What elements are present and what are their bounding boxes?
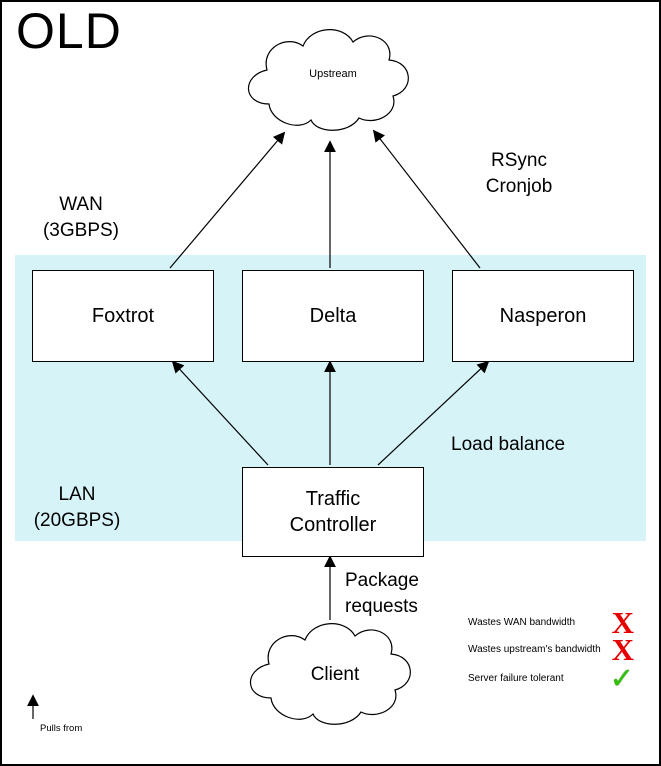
arrow-controller-foxtrot (171, 360, 269, 466)
package-requests-label: Package requests (345, 570, 419, 617)
cross-icon: X (611, 604, 634, 640)
server-label-nasperon: Nasperon (499, 305, 587, 327)
legend-label-upstream-bandwidth: Wastes upstream's bandwidth (468, 643, 601, 655)
server-label-delta: Delta (309, 305, 357, 327)
client-cloud-shape (249, 623, 411, 725)
wan-zone-label: WAN (3GBPS) (42, 194, 120, 241)
legend-row-upstream-bandwidth: Wastes upstream's bandwidth X (468, 631, 634, 667)
legend-label-failure-tolerant: Server failure tolerant (468, 672, 564, 684)
server-box-foxtrot: Foxtrot (32, 270, 214, 362)
rsync-cronjob-label: RSync Cronjob (485, 150, 553, 197)
server-box-nasperon: Nasperon (452, 270, 634, 362)
diagram-title: OLD (16, 3, 122, 59)
traffic-controller-label: Traffic Controller (289, 488, 377, 536)
arrow-controller-nasperon (377, 360, 490, 466)
check-icon: ✓ (609, 660, 634, 695)
server-box-delta: Delta (242, 270, 424, 362)
arrow-nasperon-upstream (372, 129, 481, 269)
load-balance-label: Load balance (451, 434, 566, 455)
client-cloud-label: Client (310, 664, 360, 685)
arrow-foxtrot-upstream (169, 131, 286, 269)
cross-icon: X (611, 631, 634, 667)
lan-zone-label: LAN (20GBPS) (33, 484, 121, 531)
pulls-from-label: Pulls from (40, 723, 83, 734)
upstream-cloud-shape (247, 29, 409, 131)
server-label-foxtrot: Foxtrot (91, 305, 155, 327)
legend-label-wan-bandwidth: Wastes WAN bandwidth (468, 616, 576, 628)
traffic-controller-box: Traffic Controller (242, 467, 424, 557)
legend-row-wan-bandwidth: Wastes WAN bandwidth X (468, 604, 634, 640)
upstream-cloud-label: Upstream (309, 68, 357, 80)
legend-row-failure-tolerant: Server failure tolerant ✓ (468, 663, 634, 693)
